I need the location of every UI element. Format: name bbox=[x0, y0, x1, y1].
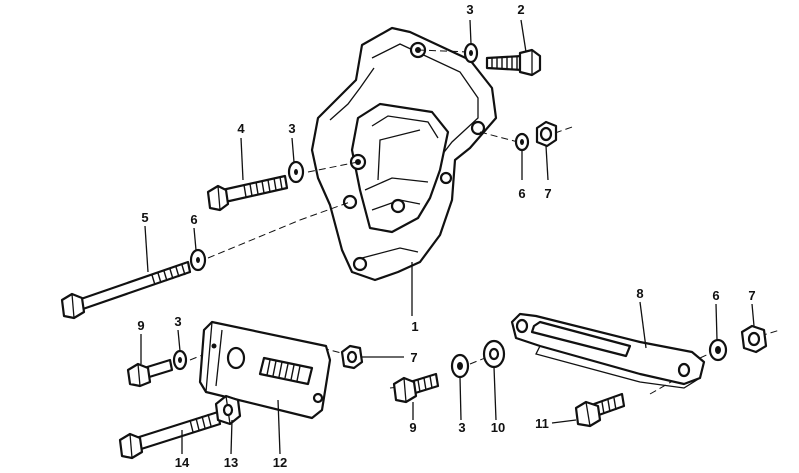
washer-3-top bbox=[463, 42, 479, 64]
bolt-5 bbox=[60, 260, 192, 320]
callout-8: 8 bbox=[636, 286, 643, 301]
leader-lines bbox=[140, 19, 755, 455]
callout-7-center: 7 bbox=[410, 350, 417, 365]
callout-14: 14 bbox=[175, 455, 190, 470]
callout-7-right: 7 bbox=[748, 288, 755, 303]
callout-5: 5 bbox=[141, 210, 148, 225]
bolt-14 bbox=[118, 410, 222, 460]
callout-13: 13 bbox=[224, 455, 238, 470]
callout-3-lower-right: 3 bbox=[458, 420, 465, 435]
washer-3-lower-right bbox=[450, 353, 470, 379]
callout-labels: 1 2 3 3 3 3 4 5 6 6 6 7 7 7 8 9 9 10 11 … bbox=[137, 2, 755, 470]
adjusting-bracket-12 bbox=[198, 320, 332, 420]
callout-11: 11 bbox=[535, 416, 549, 431]
callout-3-left: 3 bbox=[288, 121, 295, 136]
bolt-11 bbox=[574, 392, 626, 428]
nut-7-upper bbox=[535, 120, 558, 148]
bolt-9-left bbox=[126, 358, 174, 388]
callout-1: 1 bbox=[411, 319, 418, 334]
bolt-2 bbox=[485, 48, 542, 77]
callout-6-right: 6 bbox=[712, 288, 719, 303]
nut-7-lower-right bbox=[740, 324, 768, 354]
callout-9-left: 9 bbox=[137, 318, 144, 333]
callout-3-top: 3 bbox=[466, 2, 473, 17]
callout-4: 4 bbox=[237, 121, 245, 136]
callout-6-left: 6 bbox=[190, 212, 197, 227]
callout-7-upper: 7 bbox=[544, 186, 551, 201]
nut-13 bbox=[214, 394, 242, 426]
mounting-bracket bbox=[310, 26, 498, 282]
washer-6-upper bbox=[514, 132, 530, 152]
callout-9-right: 9 bbox=[409, 420, 416, 435]
spacer-10 bbox=[482, 339, 506, 369]
bolt-9-right bbox=[392, 372, 440, 404]
washer-3-left bbox=[287, 160, 305, 184]
callout-6-upper: 6 bbox=[518, 186, 525, 201]
callout-3-lower-left: 3 bbox=[174, 314, 181, 329]
washer-6-lower-right bbox=[708, 338, 728, 362]
support-bracket-8 bbox=[510, 312, 706, 389]
washer-3-lower-left bbox=[172, 349, 188, 371]
bolt-4 bbox=[206, 174, 289, 212]
nut-7-center bbox=[340, 344, 364, 370]
washer-6-left bbox=[189, 248, 207, 272]
callout-10: 10 bbox=[491, 420, 505, 435]
callout-2: 2 bbox=[517, 2, 524, 17]
callout-12: 12 bbox=[273, 455, 287, 470]
